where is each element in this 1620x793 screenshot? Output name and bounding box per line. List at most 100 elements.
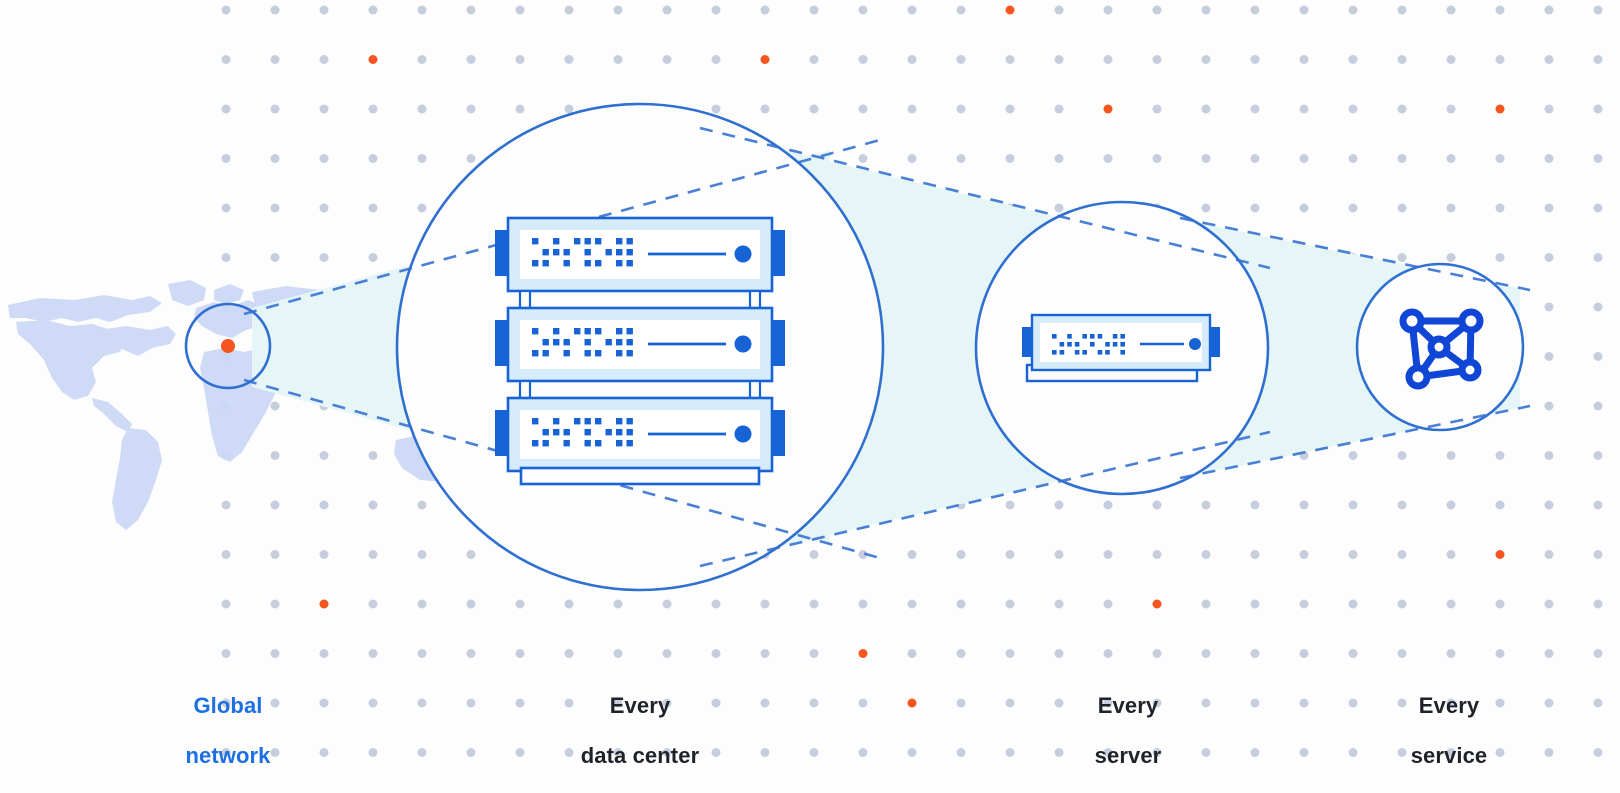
grid-dot xyxy=(858,748,868,757)
grid-dot xyxy=(368,5,378,15)
grid-dot xyxy=(1348,203,1358,213)
grid-dot xyxy=(711,649,721,658)
server-led xyxy=(1074,342,1080,347)
grid-dot xyxy=(1250,5,1260,15)
grid-dot xyxy=(564,698,574,708)
grid-dot xyxy=(1495,55,1505,64)
grid-dot xyxy=(1397,154,1407,163)
grid-dot xyxy=(956,55,966,64)
grid-dot xyxy=(221,154,231,163)
grid-dot xyxy=(1005,104,1015,114)
grid-dot xyxy=(1201,748,1211,757)
grid-dot xyxy=(760,5,770,15)
grid-dot xyxy=(368,599,378,609)
grid-dot xyxy=(515,599,525,609)
grid-dot xyxy=(1593,451,1603,460)
grid-dot xyxy=(1544,352,1554,361)
grid-dot xyxy=(319,5,329,15)
grid-dot xyxy=(1054,550,1064,559)
grid-dot xyxy=(1495,748,1505,757)
grid-dot xyxy=(1446,550,1456,559)
grid-dot xyxy=(564,104,574,114)
grid-dot xyxy=(1250,550,1260,559)
grid-dot xyxy=(858,5,868,15)
grid-dot xyxy=(417,55,427,64)
grid-dot xyxy=(1005,748,1015,757)
grid-dot xyxy=(1201,154,1211,163)
grid-dot xyxy=(1299,55,1309,64)
server-led xyxy=(1090,334,1095,339)
grid-dot xyxy=(1005,698,1015,708)
grid-dot xyxy=(1103,5,1113,15)
server-led xyxy=(1097,334,1103,339)
grid-dot xyxy=(1397,104,1407,114)
grid-dot xyxy=(1299,550,1309,559)
label-global-network: Global network xyxy=(128,668,328,793)
grid-dot xyxy=(1593,203,1603,213)
grid-dot xyxy=(1495,500,1505,510)
grid-dot xyxy=(368,451,378,460)
grid-dot xyxy=(760,649,770,658)
grid-dot xyxy=(1250,698,1260,708)
grid-dot xyxy=(1446,104,1456,114)
grid-dot xyxy=(1544,55,1554,64)
grid-dot xyxy=(1103,500,1113,510)
grid-dot xyxy=(564,748,574,757)
grid-dot xyxy=(711,5,721,15)
grid-dot xyxy=(368,748,378,757)
rack-unit-led-matrix xyxy=(532,328,633,357)
grid-dot xyxy=(417,154,427,163)
grid-dot xyxy=(1348,550,1358,559)
grid-dot xyxy=(1544,302,1554,312)
grid-dot xyxy=(956,550,966,559)
grid-dot xyxy=(417,748,427,757)
grid-dot xyxy=(368,253,378,262)
label-global-network-line1: Global xyxy=(193,693,263,718)
mesh-node-center xyxy=(1427,335,1451,359)
grid-dot xyxy=(1250,748,1260,757)
grid-dot xyxy=(711,104,721,114)
grid-dot xyxy=(1299,748,1309,757)
grid-dot xyxy=(1593,500,1603,510)
grid-dot xyxy=(319,698,329,708)
grid-dot xyxy=(1495,154,1505,163)
grid-dot xyxy=(1593,550,1603,559)
grid-dot xyxy=(1495,253,1505,262)
grid-dot xyxy=(907,599,917,609)
server-led xyxy=(1090,342,1095,347)
grid-dot xyxy=(1348,698,1358,708)
grid-dot xyxy=(1152,5,1162,15)
grid-dot xyxy=(221,203,231,213)
grid-dot xyxy=(809,550,819,559)
grid-dot xyxy=(270,104,280,114)
grid-dot xyxy=(1201,203,1211,213)
grid-dot xyxy=(1054,154,1064,163)
grid-dot xyxy=(1446,649,1456,658)
grid-dot xyxy=(711,748,721,757)
grid-dot xyxy=(368,649,378,658)
grid-dot xyxy=(809,55,819,64)
server-led xyxy=(1120,334,1125,339)
grid-dot xyxy=(1299,104,1309,114)
server-led xyxy=(1105,350,1110,355)
grid-dot xyxy=(1103,748,1113,757)
grid-dot xyxy=(1103,599,1113,609)
grid-dot xyxy=(466,649,476,658)
grid-dot xyxy=(221,550,231,559)
grid-dot xyxy=(270,550,280,559)
grid-dot xyxy=(1054,5,1064,15)
grid-dot xyxy=(1397,253,1407,262)
grid-dot xyxy=(613,748,623,757)
grid-dot xyxy=(1299,649,1309,658)
grid-dot xyxy=(711,698,721,708)
grid-dot xyxy=(1446,154,1456,163)
grid-dot xyxy=(221,698,231,708)
grid-dot xyxy=(1544,104,1554,114)
grid-dot xyxy=(1250,104,1260,114)
grid-dot xyxy=(662,55,672,64)
grid-dot xyxy=(1544,253,1554,262)
server-status-lamp xyxy=(1189,338,1201,350)
grid-dot xyxy=(1348,451,1358,460)
grid-dot xyxy=(319,451,329,460)
